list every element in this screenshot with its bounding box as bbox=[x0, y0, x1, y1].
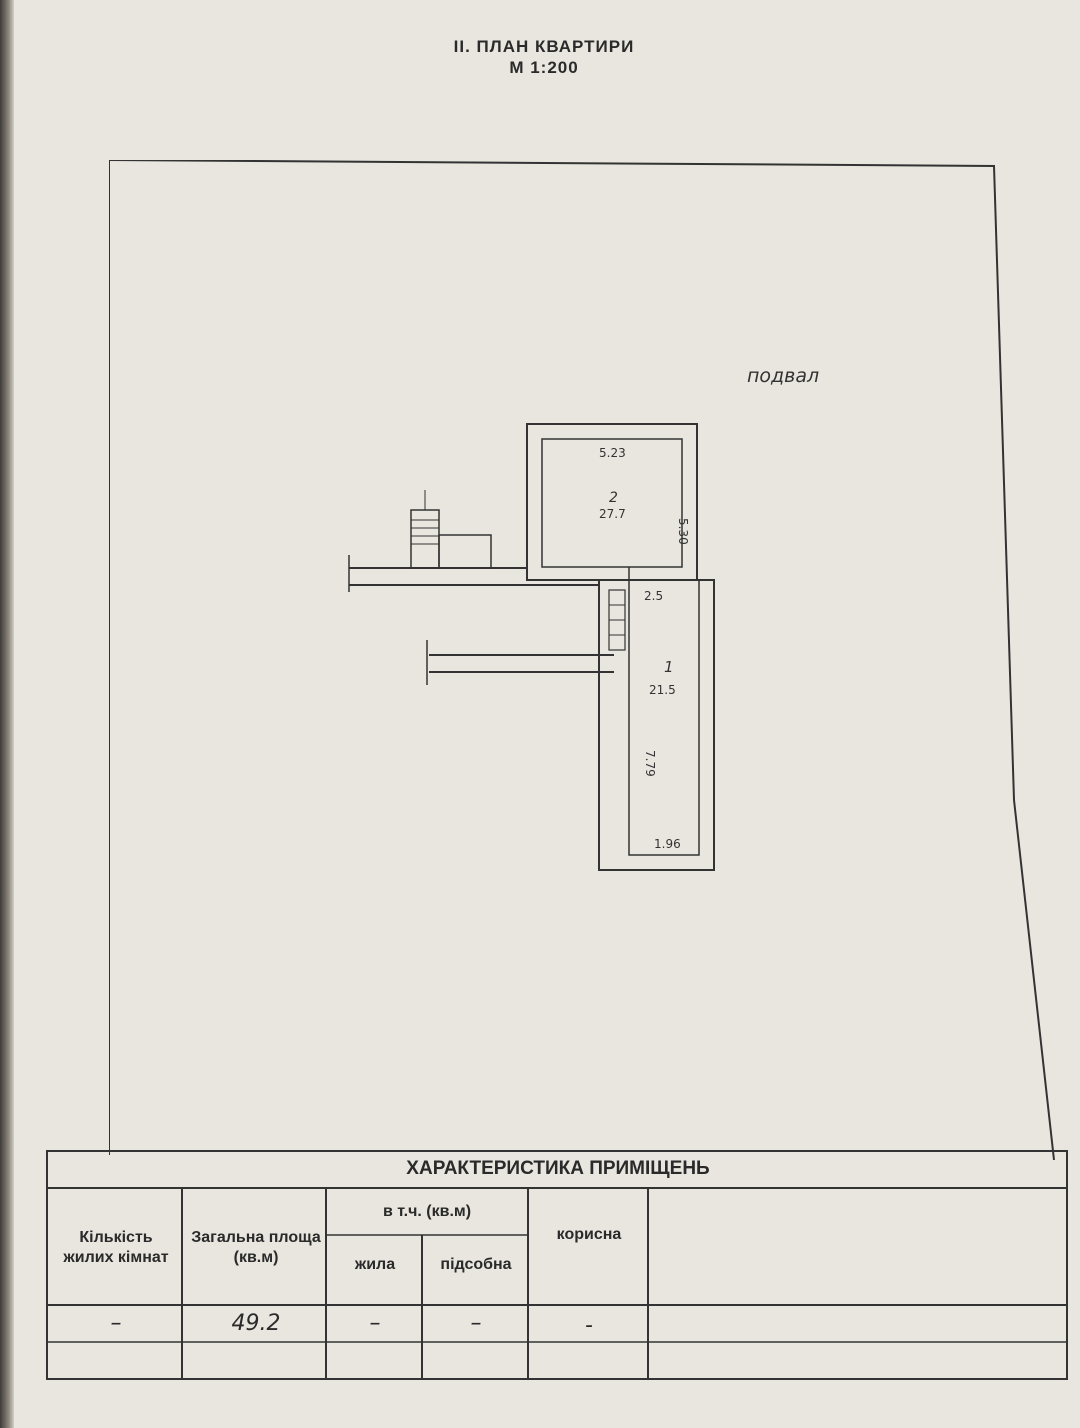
stairs bbox=[410, 509, 440, 569]
col-including: в т.ч. (кв.м) bbox=[382, 1203, 472, 1220]
room-1-inner-wall bbox=[628, 579, 700, 856]
room-2-area: 27.7 bbox=[599, 507, 626, 521]
rooms-characteristics-table: ХАРАКТЕРИСТИКА ПРИМІЩЕНЬ Кількість жилих… bbox=[46, 1150, 1070, 1382]
room-1-number: 1 bbox=[664, 658, 674, 676]
floor-plan-drawing: подвал 5.23 2 27.7 5.30 2.5 1 21.5 7.79 … bbox=[109, 160, 1055, 1160]
col-total-area: Загальна площа (кв.м) bbox=[191, 1229, 321, 1266]
frame-border-right bbox=[109, 160, 1055, 1160]
room-1-width: 1.96 bbox=[654, 837, 681, 851]
extra-dimension: 2.5 bbox=[644, 589, 663, 603]
room-1-height: 7.79 bbox=[643, 750, 657, 777]
table-grid bbox=[46, 1150, 1068, 1380]
table-title: ХАРАКТЕРИСТИКА ПРИМІЩЕНЬ bbox=[406, 1158, 710, 1179]
page-heading: II. ПЛАН КВАРТИРИ М 1:200 bbox=[344, 36, 744, 78]
room-1-outer-wall bbox=[598, 579, 715, 871]
page-edge bbox=[0, 0, 14, 1428]
room-2-inner-wall bbox=[541, 438, 683, 568]
floor-plan-frame: подвал 5.23 2 27.7 5.30 2.5 1 21.5 7.79 … bbox=[109, 160, 1059, 1160]
col-rooms-count: Кількість жилих кімнат bbox=[63, 1229, 169, 1266]
value-rooms-count: – bbox=[110, 1311, 122, 1336]
room-1-area: 21.5 bbox=[649, 683, 676, 697]
plan-scale: М 1:200 bbox=[509, 58, 579, 77]
col-useful: корисна bbox=[556, 1226, 622, 1243]
room-2-width: 5.23 bbox=[599, 446, 626, 460]
value-auxiliary: – bbox=[470, 1311, 482, 1336]
value-useful: - bbox=[585, 1313, 593, 1338]
room-2-height: 5.30 bbox=[676, 518, 690, 545]
col-auxiliary: підсобна bbox=[440, 1256, 512, 1273]
basement-label: подвал bbox=[747, 365, 819, 387]
value-living: – bbox=[369, 1311, 381, 1336]
plan-title: II. ПЛАН КВАРТИРИ bbox=[453, 37, 635, 56]
value-total-area: 49.2 bbox=[231, 1311, 281, 1336]
col-living: жила bbox=[354, 1256, 396, 1273]
document-page: II. ПЛАН КВАРТИРИ М 1:200 bbox=[14, 0, 1080, 1428]
stairs-landing bbox=[438, 534, 492, 569]
room-2-number: 2 bbox=[609, 490, 618, 506]
